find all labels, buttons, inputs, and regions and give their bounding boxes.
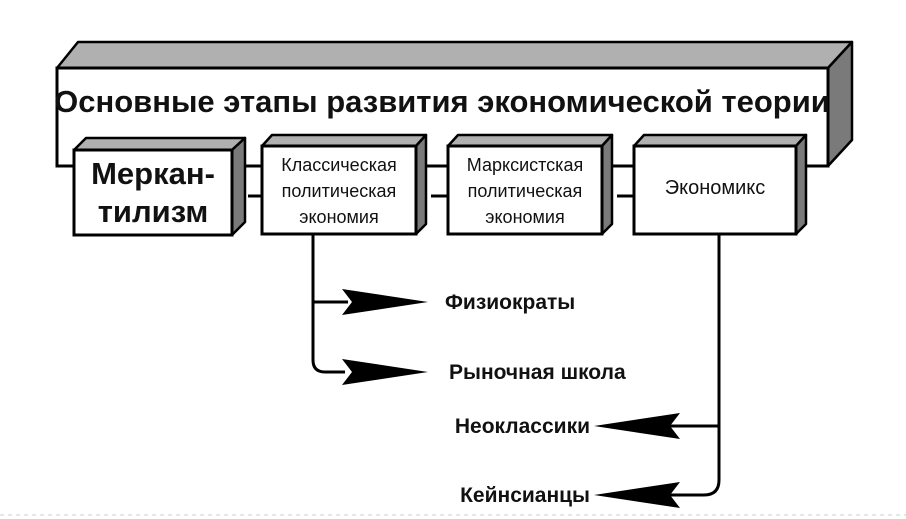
branch-physiocrats: Физиократы (445, 291, 575, 314)
stage-mercantilism-line2: тилизм (98, 194, 209, 229)
diagram-title: Основные этапы развития экономической те… (54, 84, 830, 119)
economics-branches: Неоклассики Кейнсианцы (455, 234, 721, 508)
stage-mercantilism-side (230, 136, 247, 237)
branch-keynesians: Кейнсианцы (460, 484, 590, 507)
stage-classical-line2: политическая (282, 181, 397, 201)
stage-marxist-face (446, 144, 604, 236)
title-banner-top (55, 40, 854, 70)
stage-classical: Классическая политическая экономия (260, 133, 428, 236)
stage-classical-face (260, 144, 418, 236)
stage-mercantilism-line1: Меркан- (91, 156, 215, 191)
stage-marxist-top (446, 133, 614, 148)
stage-mercantilism-face (72, 148, 234, 237)
classical-branch-line (311, 234, 345, 374)
arrow-to-physiocrats (342, 289, 428, 315)
branch-market-school: Рыночная школа (449, 361, 626, 384)
stage-classical-top (260, 133, 428, 148)
arrow-to-keynesians (594, 482, 680, 508)
stage-marxist-line3: экономия (485, 207, 564, 227)
stage-economics-top (632, 133, 808, 148)
stage-marxist: Марксистская политическая экономия (446, 133, 614, 236)
arrow-to-neoclassics (594, 413, 680, 439)
stage-economics: Экономикс (632, 133, 808, 236)
branch-neoclassics: Неоклассики (455, 415, 590, 438)
stage-mercantilism-top (72, 136, 247, 152)
stage-classical-line3: экономия (299, 207, 378, 227)
stage-marxist-line1: Марксистская (467, 155, 583, 175)
stage-mercantilism: Меркан- тилизм (72, 136, 247, 237)
economics-branch-line (660, 234, 721, 497)
stage-economics-face (632, 144, 798, 236)
stage-economics-label: Экономикс (665, 177, 766, 199)
stage-classical-line1: Классическая (281, 155, 396, 175)
classical-branches: Физиократы Рыночная школа (311, 234, 626, 385)
arrow-to-market-school (342, 359, 428, 385)
stage-marxist-line2: политическая (468, 181, 583, 201)
